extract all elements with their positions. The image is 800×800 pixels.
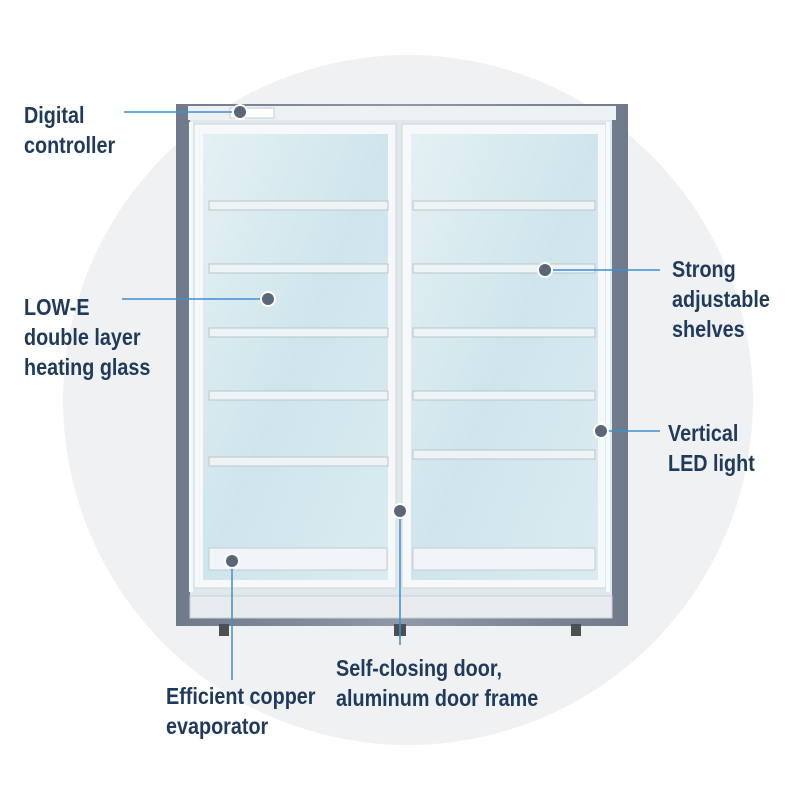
callout-dot-icon [260,291,276,307]
callout-lines [122,111,660,680]
led-strip-right [606,122,610,592]
label-digital-controller: Digital controller [24,102,116,158]
label-copper-evaporator: Efficient copper evaporator [166,683,316,739]
controller-panel [229,107,275,119]
shelves-right [412,200,596,460]
freezer-cabinet [176,104,628,636]
base-kickplate [189,595,613,619]
shelf [208,200,389,211]
shelf [412,449,596,460]
shelf [412,263,596,274]
label-low-e-glass: LOW-E double layer heating glass [24,294,151,380]
shelf [208,263,389,274]
callout-dots [224,104,609,569]
shelf [208,390,389,401]
callout-dot-icon [224,553,240,569]
callout-dot-icon [232,104,248,120]
evaporator-grill-left [208,547,388,571]
evaporator-grill-right [412,547,596,571]
shelf [208,456,389,467]
callout-dot-icon [537,262,553,278]
shelf [412,327,596,338]
right-door [401,123,607,589]
foot-left [219,624,229,636]
foot-right [571,624,581,636]
shelf [412,390,596,401]
label-vertical-led: Vertical LED light [668,420,755,476]
label-self-closing-door: Self-closing door, aluminum door frame [336,655,539,711]
led-strip-left [189,122,193,592]
shelf [208,327,389,338]
shelf [412,200,596,211]
callout-dot-icon [392,503,408,519]
shelves-left [208,200,389,467]
cabinet-top-header [188,106,616,120]
left-door [193,123,397,589]
callout-dot-icon [593,423,609,439]
label-strong-shelves: Strong adjustable shelves [672,256,770,342]
